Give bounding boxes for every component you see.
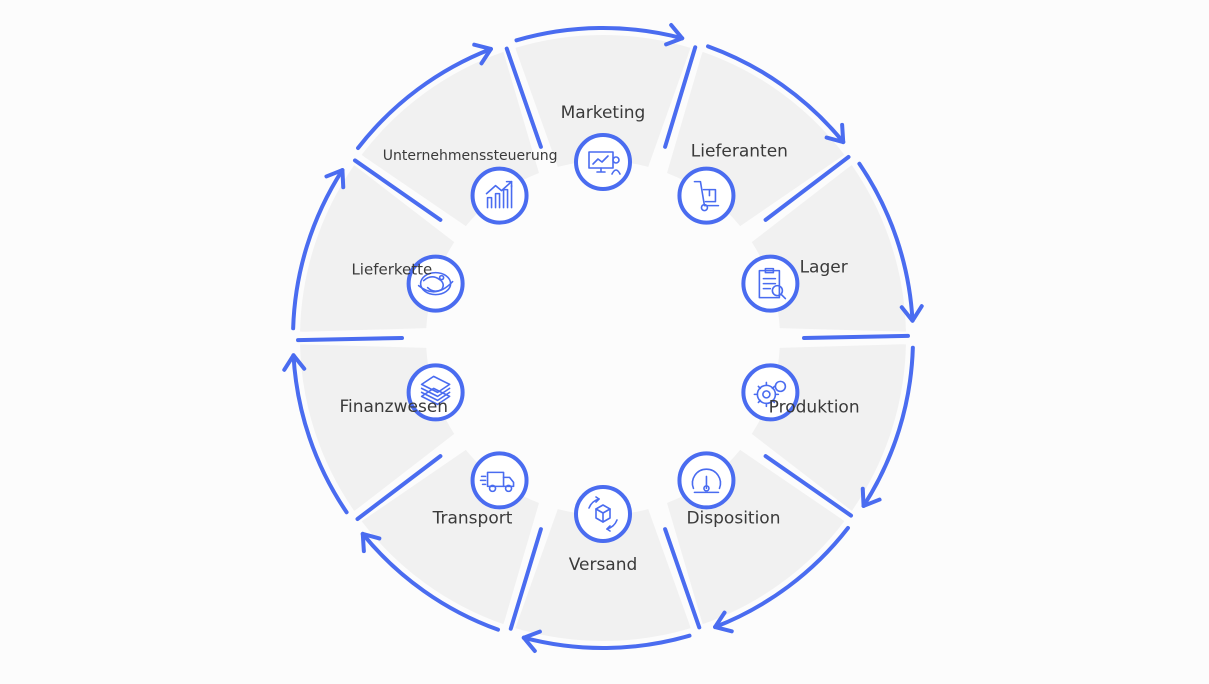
growth-chart-icon (470, 166, 529, 225)
cycle-arrow-arc (360, 531, 500, 632)
cycle-arrow-arc (356, 46, 493, 150)
cycle-arrow-arc (857, 161, 915, 323)
segment-label: Lager (800, 257, 848, 277)
segment-label: Disposition (686, 509, 780, 529)
segment-divider (508, 527, 543, 631)
arrowhead-icon (360, 531, 382, 554)
cycle-arrow-arc (521, 633, 692, 650)
segment-divider (296, 336, 404, 343)
segment-label: Versand (569, 555, 638, 575)
icons-layer (406, 133, 800, 543)
arrowhead-icon (521, 629, 542, 653)
segment-label: Unternehmenssteuerung (383, 148, 558, 164)
arrowhead-icon (324, 168, 346, 190)
arrowhead-icon (282, 353, 307, 372)
segment-divider (353, 158, 443, 222)
delivery-truck-icon (470, 451, 529, 510)
segment-label: Finanzwesen (339, 397, 448, 417)
globe-route-icon (406, 254, 465, 313)
arrowhead-icon (713, 610, 734, 634)
labels-layer: MarketingLieferantenLagerProduktionDispo… (339, 103, 859, 575)
segment-wedge (515, 34, 691, 167)
arrowhead-icon (472, 42, 493, 66)
gears-icon (741, 363, 800, 422)
arrows-layer (282, 23, 924, 653)
cycle-arrow-arc (291, 353, 349, 515)
cycle-arrow-arc (861, 345, 915, 508)
segment-wedge (515, 509, 691, 641)
package-cycle-icon (574, 485, 632, 543)
segment-label: Produktion (769, 398, 860, 418)
segment-divider (663, 527, 702, 630)
arrowhead-icon (860, 486, 882, 508)
segment-divider (663, 45, 698, 149)
hand-truck-icon (677, 166, 736, 225)
segment-divider (802, 333, 910, 340)
segment-label: Lieferanten (691, 141, 788, 161)
segment-divider (763, 155, 851, 222)
segment-label: Marketing (561, 103, 646, 123)
arrowhead-icon (664, 23, 685, 47)
arrowhead-icon (824, 122, 846, 145)
speedometer-gauge-icon (677, 451, 736, 510)
clipboard-checklist-icon (741, 254, 800, 313)
cycle-arrow-arc (514, 26, 685, 43)
cycle-arrow-arc (706, 44, 846, 145)
segment-divider (763, 454, 853, 518)
arrowhead-icon (899, 304, 924, 323)
segment-divider (504, 46, 543, 149)
cycle-arrow-arc (291, 168, 345, 331)
segment-divider (355, 454, 443, 521)
money-stack-icon (406, 363, 465, 422)
segment-label: Transport (432, 509, 513, 529)
segment-label: Lieferkette (351, 261, 432, 279)
presentation-chart-icon (574, 133, 632, 191)
cycle-arrow-arc (713, 526, 850, 630)
